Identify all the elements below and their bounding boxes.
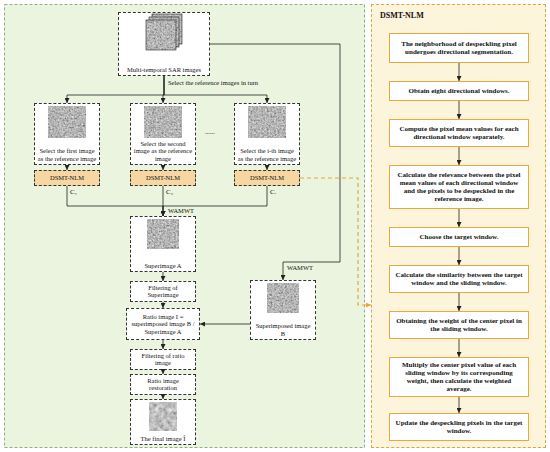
flow-arrow <box>163 165 164 170</box>
sar-image-frame <box>152 14 182 44</box>
flow-arrow <box>164 76 267 103</box>
node-text: Compute the pixel mean values for each d… <box>394 125 524 141</box>
sar-stack <box>146 14 182 50</box>
flow-arrow <box>459 339 460 357</box>
coefficient-label: C₁ <box>70 189 77 197</box>
process-box: Ratio image I = superimposed image B / S… <box>126 308 200 340</box>
sar-image <box>149 17 179 47</box>
operation-label: WAMWT <box>287 264 313 271</box>
sar-image <box>48 106 86 138</box>
flow-arrow <box>67 76 164 103</box>
step-box: Calculate the relevance between the pixe… <box>389 165 529 209</box>
flow-arrow <box>200 324 250 325</box>
image-box: Superimage A <box>130 216 196 272</box>
flow-arrow <box>210 44 340 280</box>
flow-arrow <box>459 397 460 413</box>
image-box: Select the first image as the reference … <box>34 103 100 165</box>
node-text: DSMT-NLM <box>236 174 298 181</box>
node-text: Calculate the similarity between the tar… <box>394 271 524 287</box>
process-box: Filtering of Superimage <box>130 281 196 302</box>
flow-arrow <box>163 76 164 103</box>
flow-arrow <box>163 302 164 308</box>
node-text: Superimage A <box>133 262 193 269</box>
image-box: The final image Î <box>130 399 196 445</box>
image-box: Select the second image as the reference… <box>130 103 196 165</box>
flow-arrow <box>163 395 164 399</box>
node-text: Ratio image restoration <box>133 377 193 392</box>
coefficient-label: C₂ <box>166 189 173 197</box>
sar-image <box>152 14 182 44</box>
node-text: Update the despeckling pixels in the tar… <box>394 419 524 435</box>
sar-image-frame <box>149 17 179 47</box>
flow-arrow <box>459 247 460 265</box>
method-box: DSMT-NLM <box>130 170 196 186</box>
step-box: Compute the pixel mean values for each d… <box>389 119 529 147</box>
step-box: The neighborhood of despeckling pixel un… <box>389 33 529 63</box>
step-box: Obtain eight directional windows. <box>389 81 529 101</box>
detail-link <box>300 178 371 305</box>
flow-arrow <box>163 186 267 216</box>
note-label: ...... <box>205 128 215 135</box>
node-text: Multi-temporal SAR images <box>121 66 207 73</box>
flow-arrow <box>267 165 268 170</box>
node-text: Superimposed image B <box>253 322 313 337</box>
sar-image <box>267 283 299 313</box>
sar-image <box>147 219 179 249</box>
flow-arrow <box>67 186 163 216</box>
process-box: Filtering of ratio image <box>130 349 196 370</box>
flow-arrow <box>459 147 460 165</box>
node-text: Select the first image as the reference … <box>37 147 97 162</box>
step-box: Obtaining the weight of the center pixel… <box>389 311 529 339</box>
despeckled-image <box>149 402 177 431</box>
flow-arrow <box>459 209 460 227</box>
node-text: Calculate the relevance between the pixe… <box>394 171 524 203</box>
note-label: Select the reference images in turn <box>168 79 258 86</box>
flow-arrow <box>163 272 164 281</box>
method-panel: DSMT-NLM The neighborhood of despeckling … <box>371 4 546 448</box>
left-panel <box>5 5 365 448</box>
node-text: Filtering of Superimage <box>133 284 193 299</box>
node-text: Ratio image I = superimposed image B / S… <box>129 313 197 335</box>
operation-label: WAMWT <box>168 207 194 214</box>
flow-arrow <box>459 63 460 81</box>
step-box: Calculate the similarity between the tar… <box>389 265 529 293</box>
flow-arrow <box>163 370 164 374</box>
flow-arrow <box>163 186 164 216</box>
coefficient-label: Cᵢ <box>270 189 276 197</box>
step-box: Choose the target window. <box>389 227 529 247</box>
panel-title: DSMT-NLM <box>380 11 537 20</box>
node-text: The final image Î <box>133 435 193 442</box>
flow-arrow <box>163 340 164 349</box>
sar-image <box>248 106 286 138</box>
step-box: Update the despeckling pixels in the tar… <box>389 413 529 441</box>
process-box: Ratio image restoration <box>130 374 196 395</box>
node-text: DSMT-NLM <box>132 174 194 181</box>
node-text: Filtering of ratio image <box>133 352 193 367</box>
node-text: Choose the target window. <box>394 233 524 241</box>
node-text: Obtaining the weight of the center pixel… <box>394 317 524 333</box>
flow-arrow <box>459 293 460 311</box>
step-box: Multiply the center pixel value of each … <box>389 357 529 397</box>
method-box: DSMT-NLM <box>234 170 300 186</box>
node-text: Obtain eight directional windows. <box>394 87 524 95</box>
sar-image-frame <box>146 20 176 50</box>
node-text: Select the i-th image as the reference i… <box>237 147 297 162</box>
node-text: DSMT-NLM <box>36 174 98 181</box>
image-box: Superimposed image B <box>250 280 316 340</box>
flow-arrow <box>459 101 460 119</box>
method-box: DSMT-NLM <box>34 170 100 186</box>
flow-arrow <box>67 165 68 170</box>
node-text: The neighborhood of despeckling pixel un… <box>394 40 524 56</box>
sar-image <box>146 20 176 50</box>
image-box: Select the i-th image as the reference i… <box>234 103 300 165</box>
image-box: Multi-temporal SAR images <box>118 12 210 76</box>
sar-image <box>144 106 182 138</box>
node-text: Multiply the center pixel value of each … <box>394 361 524 393</box>
node-text: Select the second image as the reference… <box>133 140 193 162</box>
